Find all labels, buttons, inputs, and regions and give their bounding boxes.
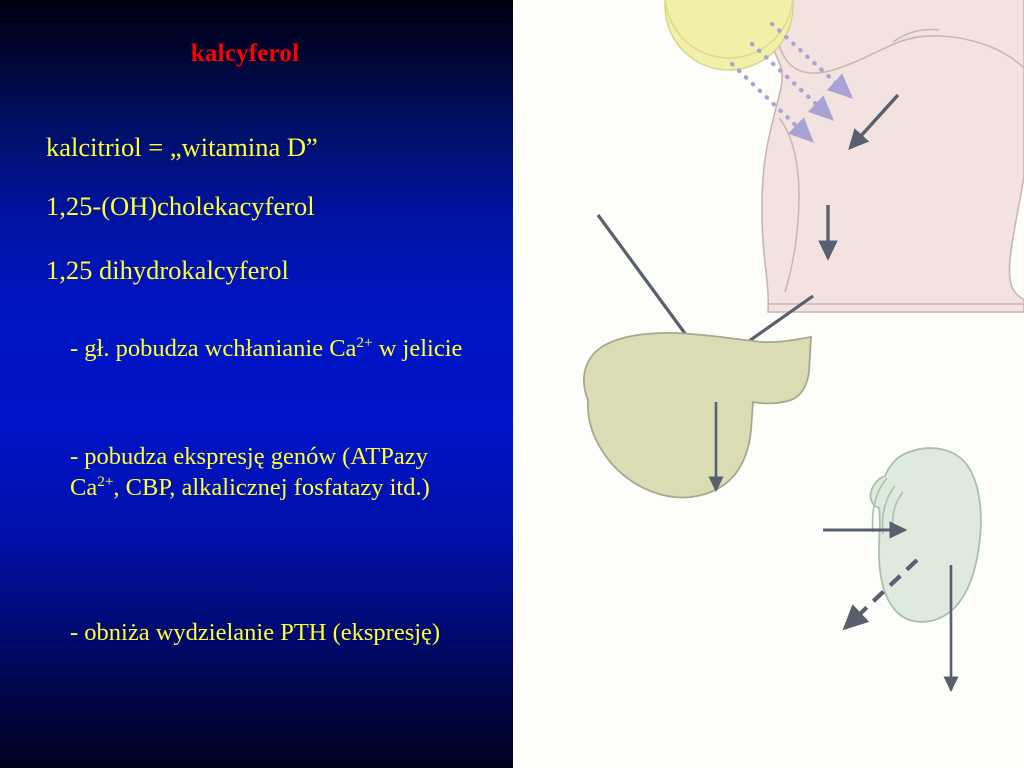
- kidney-shape: [869, 447, 982, 623]
- shoulder-contour-line: [765, 0, 1024, 74]
- bullet-text-part: w jelicie: [372, 335, 463, 362]
- liver-shape: [583, 332, 812, 499]
- uv-ray-arrows: [729, 21, 854, 143]
- bullet-text-part: , CBP, alkalicznej fosfatazy itd.): [113, 473, 430, 501]
- vitamin-d-pathway-diagram: światło UV 7-dehydro- cholesterol prowit…: [513, 0, 1024, 768]
- bullet-item: - pobudza ekspresję genów (ATPazy Ca2+, …: [70, 442, 470, 504]
- bullet-item: - gł. pobudza wchłanianie Ca2+ w jelicie: [70, 334, 470, 365]
- bullet-text-part: - gł. pobudza wchłanianie Ca: [70, 335, 357, 362]
- diagram-canvas: [583, 0, 1024, 693]
- skin-body-shape: [761, 0, 1024, 313]
- bullet-item: - obniża wydzielanie PTH (ekspresję): [70, 618, 470, 649]
- collar-contour-line: [892, 28, 940, 43]
- uv-sun-circle: [664, 0, 794, 59]
- bullet-text-part: - obniża wydzielanie PTH (ekspresję): [70, 619, 441, 646]
- lead-line-2: 1,25-(OH)cholekacyferol: [46, 191, 315, 221]
- lead-line-1: kalcitriol = „witamina D”: [46, 132, 318, 162]
- page-title: kalcyferol: [190, 40, 300, 67]
- arrow-kidney-to-inactive: [842, 558, 919, 631]
- left-text-panel: kalcyferol kalcitriol = „witamina D” 1,2…: [0, 0, 513, 768]
- bullet-text-part: - pobudza ekspresję genów (ATPazy Ca: [70, 443, 428, 501]
- superscript-charge: 2+: [97, 472, 114, 490]
- arrow-dehydro-to-provitamin: [848, 93, 900, 151]
- lead-line-3: 1,25 dihydrokalcyferol: [46, 255, 289, 285]
- superscript-charge: 2+: [356, 333, 373, 351]
